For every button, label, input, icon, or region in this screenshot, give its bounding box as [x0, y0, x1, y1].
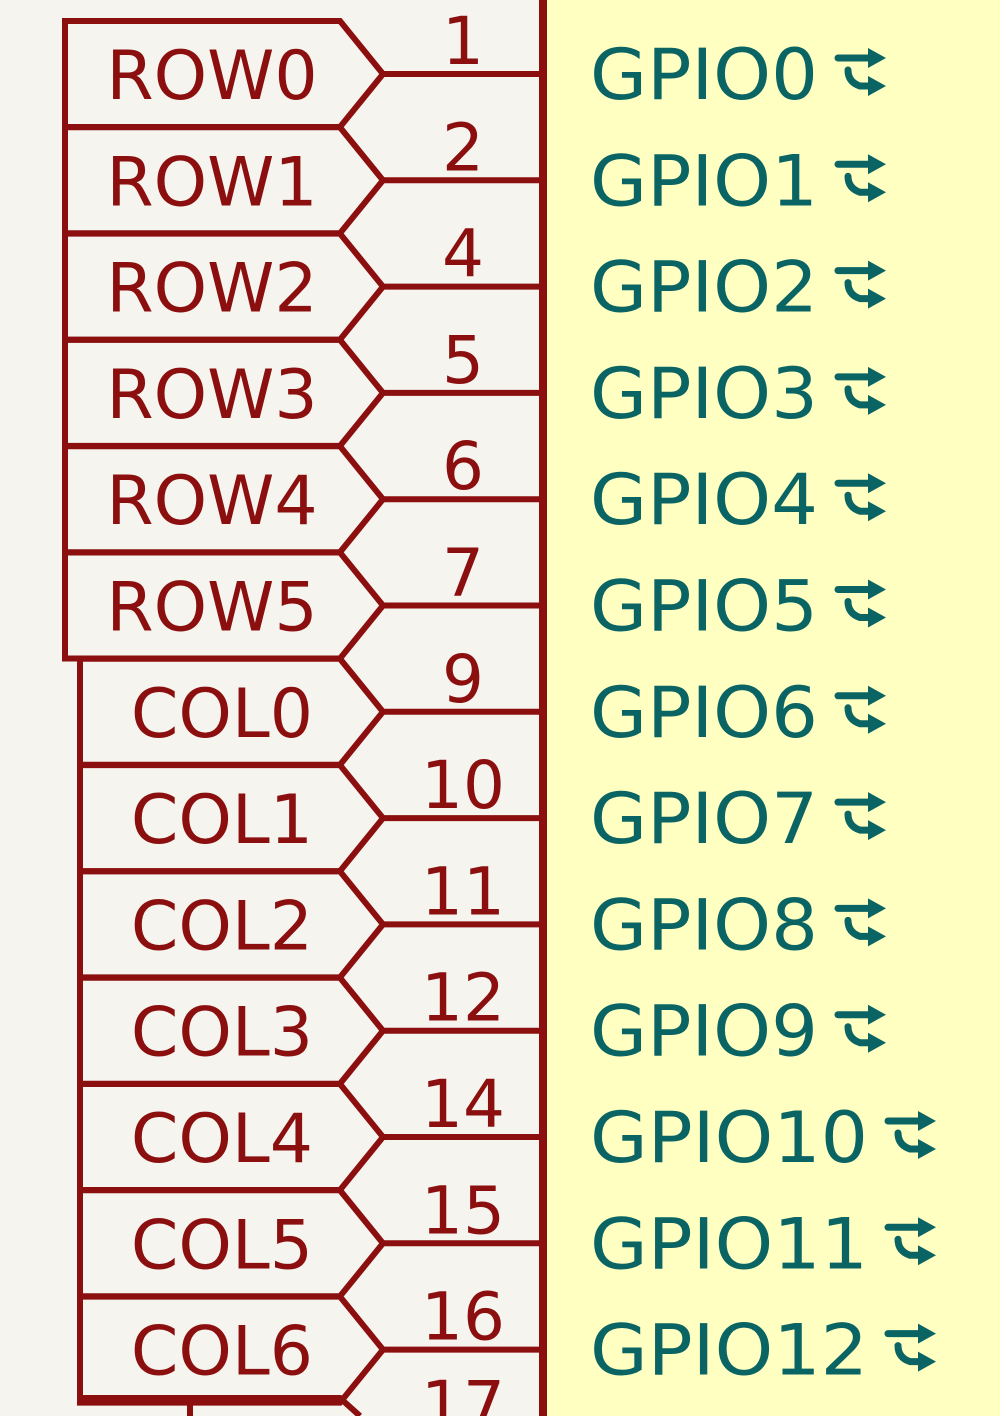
hierarchical-label[interactable]: COL4 — [131, 1100, 313, 1179]
pin-row: COL2 11 GPIO8 — [77, 853, 886, 981]
pin-number: 11 — [421, 853, 505, 930]
pin-number: 16 — [421, 1279, 505, 1356]
pin-number: 7 — [442, 535, 484, 612]
bidirectional-icon — [834, 366, 886, 415]
pin-number: 2 — [442, 109, 484, 186]
partial-pin-number: 17 — [421, 1367, 505, 1416]
pin-row: ROW2 4 GPIO2 — [62, 216, 886, 343]
pin-number: 15 — [421, 1172, 505, 1249]
pin-name: GPIO10 — [590, 1097, 868, 1179]
pin-name: GPIO4 — [590, 459, 818, 541]
hierarchical-label-shape[interactable] — [62, 124, 387, 237]
pin-number: 14 — [421, 1066, 505, 1143]
bidirectional-icon — [834, 685, 886, 734]
pin-row: COL6 16 GPIO12 — [77, 1279, 936, 1406]
pin-number: 6 — [442, 428, 484, 505]
hierarchical-label[interactable]: ROW0 — [106, 37, 317, 116]
symbol-body[interactable] — [543, 0, 1000, 1416]
hierarchical-label-shape[interactable] — [77, 1187, 387, 1300]
pin-name: GPIO12 — [590, 1310, 868, 1392]
pin-name: GPIO8 — [590, 884, 818, 966]
hierarchical-label[interactable]: COL0 — [131, 675, 313, 754]
hierarchical-label-shape[interactable] — [62, 336, 387, 449]
pin-number: 12 — [421, 960, 505, 1037]
hierarchical-label-shape[interactable] — [77, 1081, 387, 1193]
hierarchical-label-shape[interactable] — [77, 762, 387, 875]
partial-label-shape — [187, 1395, 363, 1416]
hierarchical-label-shape[interactable] — [62, 18, 387, 130]
pin-name: GPIO3 — [590, 353, 818, 435]
pin-name: GPIO5 — [590, 566, 818, 648]
bidirectional-icon — [834, 1004, 886, 1053]
hierarchical-label[interactable]: ROW1 — [106, 143, 317, 222]
pin-name: GPIO9 — [590, 991, 818, 1073]
bidirectional-icon — [834, 898, 886, 947]
hierarchical-label-shape[interactable] — [77, 868, 387, 981]
hierarchical-label-shape[interactable] — [62, 443, 387, 556]
pin-name: GPIO1 — [590, 140, 818, 222]
hierarchical-label[interactable]: COL2 — [131, 887, 313, 966]
partial-pin-row: 17 — [80, 1367, 505, 1416]
pin-row: COL4 14 GPIO10 — [77, 1066, 936, 1193]
hierarchical-label-shape[interactable] — [77, 1293, 387, 1406]
pin-row: COL0 9 GPIO6 — [77, 641, 886, 768]
bidirectional-icon — [834, 473, 886, 522]
pin-number: 4 — [442, 216, 484, 293]
pin-name: GPIO0 — [590, 34, 818, 116]
bidirectional-icon — [834, 260, 886, 309]
bidirectional-icon — [884, 1217, 936, 1266]
hierarchical-label[interactable]: ROW2 — [106, 250, 317, 329]
bidirectional-icon — [884, 1323, 936, 1372]
hierarchical-label[interactable]: COL6 — [131, 1313, 313, 1392]
bidirectional-icon — [884, 1111, 936, 1159]
pin-name: GPIO6 — [590, 672, 818, 754]
hierarchical-label-shape[interactable] — [62, 230, 387, 343]
pin-number: 1 — [442, 3, 484, 80]
pin-name: GPIO7 — [590, 778, 818, 860]
hierarchical-label[interactable]: COL3 — [131, 994, 313, 1073]
pin-name: GPIO11 — [590, 1203, 868, 1285]
bidirectional-icon — [834, 154, 886, 203]
pin-number: 5 — [442, 322, 484, 399]
pin-row: ROW3 5 GPIO3 — [62, 322, 886, 449]
bidirectional-icon — [834, 792, 886, 841]
pin-row: ROW0 1 GPIO0 — [62, 3, 886, 130]
pin-row: ROW5 7 GPIO5 — [62, 535, 886, 662]
hierarchical-label-shape[interactable] — [62, 549, 387, 662]
pin-name: GPIO2 — [590, 247, 818, 329]
pin-row: COL3 12 GPIO9 — [77, 960, 886, 1087]
bidirectional-icon — [834, 48, 886, 96]
hierarchical-label[interactable]: ROW4 — [106, 462, 317, 541]
hierarchical-label[interactable]: COL1 — [131, 781, 313, 860]
pin-number: 10 — [421, 747, 505, 824]
hierarchical-label-shape[interactable] — [77, 974, 387, 1087]
hierarchical-label[interactable]: ROW5 — [106, 569, 317, 648]
hierarchical-label[interactable]: COL5 — [131, 1206, 313, 1285]
pin-row: ROW4 6 GPIO4 — [62, 428, 886, 556]
bidirectional-icon — [834, 579, 886, 628]
pin-row: COL1 10 GPIO7 — [77, 747, 886, 875]
pin-row: COL5 15 GPIO11 — [77, 1172, 936, 1300]
hierarchical-label[interactable]: ROW3 — [106, 356, 317, 435]
pin-number: 9 — [442, 641, 484, 718]
hierarchical-label-shape[interactable] — [77, 655, 387, 768]
pin-row: ROW1 2 GPIO1 — [62, 109, 886, 237]
